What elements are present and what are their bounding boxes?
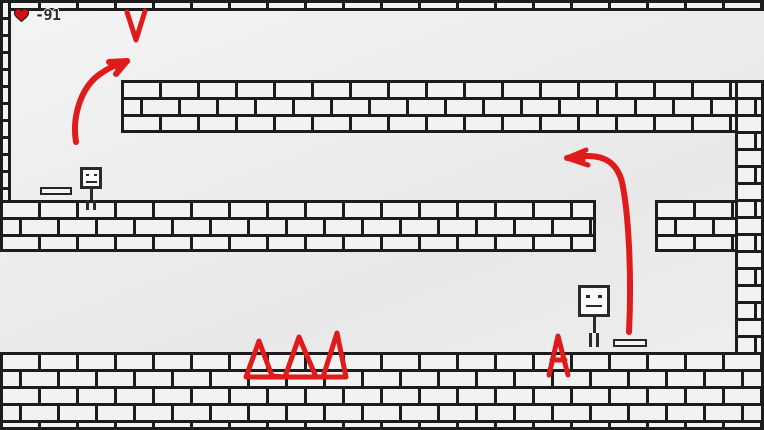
player-eye-left (586, 295, 590, 298)
player-head (578, 285, 610, 317)
heart-icon (13, 8, 30, 23)
player-leg-left (589, 333, 592, 347)
npc-small-eye-left (86, 174, 89, 176)
hud-panel: -91 (13, 6, 62, 25)
player-mouth (586, 305, 602, 307)
player-leg-right (596, 333, 599, 347)
player (578, 285, 610, 347)
npc-small-leg-right (93, 200, 96, 210)
bottom-floor (0, 352, 764, 430)
npc-small-leg-left (86, 200, 89, 210)
left-wall-column (0, 0, 11, 205)
npc-small-head (80, 167, 102, 189)
npc-small-mouth (86, 181, 97, 183)
upper-right-platform (121, 80, 764, 133)
health-count: -91 (35, 6, 62, 25)
npc-small-eye-right (94, 174, 97, 176)
npc-small (80, 167, 102, 219)
player-body (593, 317, 596, 333)
player-eye-right (598, 295, 602, 298)
small-ledge-right (613, 339, 647, 347)
v-check-mark (124, 8, 148, 43)
curved-arrow-up-left (72, 58, 130, 145)
mid-long-platform (0, 200, 596, 252)
npc-small-body (90, 189, 93, 200)
small-ledge-left (40, 187, 72, 195)
ceiling-strip (0, 0, 764, 11)
